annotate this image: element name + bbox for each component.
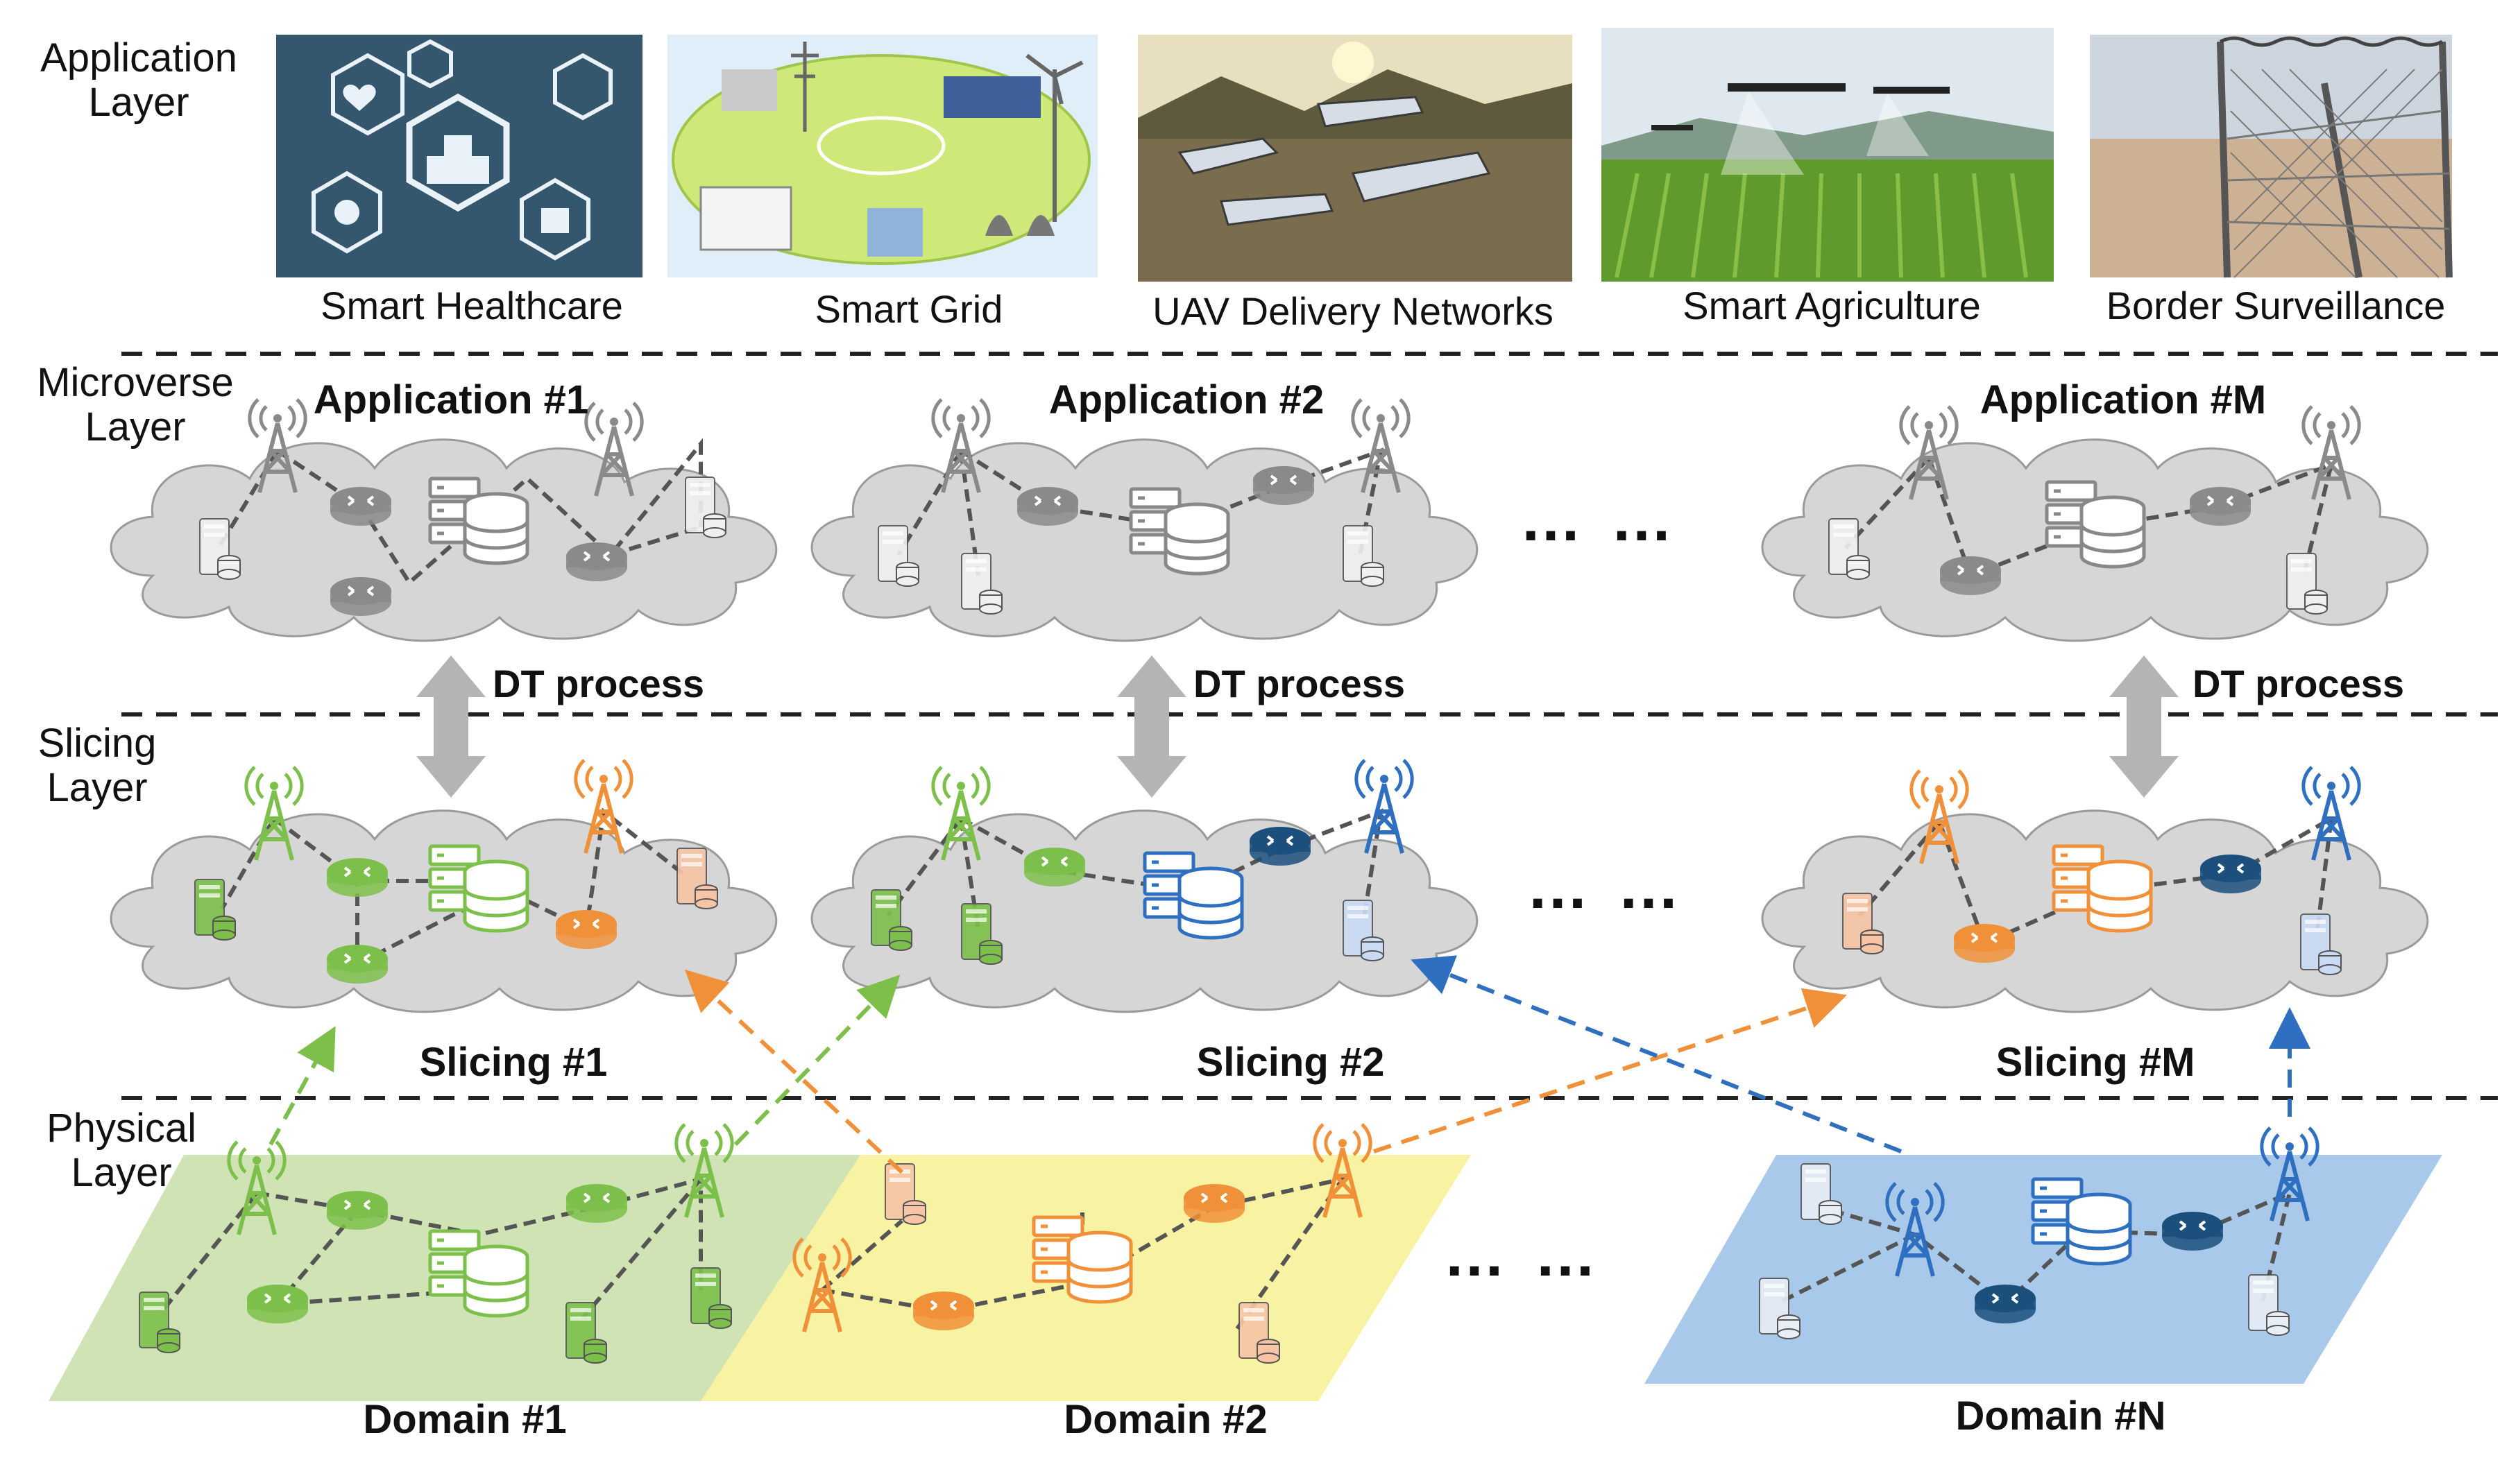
microverse-cloud-1: [110, 400, 778, 642]
dt-process-arrows: [416, 655, 2179, 798]
application-M-title: Application #M: [1980, 377, 2267, 422]
slicing-layer-label: Slicing Layer: [37, 721, 157, 810]
slicing-cloud-M: [1761, 767, 2429, 1013]
slicing-2-title: Slicing #2: [1196, 1040, 1385, 1085]
mapping-arrows: [269, 955, 2310, 1174]
caption-smart-agriculture: Smart Agriculture: [1683, 284, 1981, 327]
dt-process-label-M: DT process: [2193, 662, 2404, 705]
smart-grid-image: [667, 35, 1098, 277]
application-layer-label: Application Layer: [40, 35, 237, 125]
uav-delivery-image: [1138, 35, 1572, 282]
slicing-cloud-1: [110, 760, 778, 1013]
domain-2-label: Domain #2: [1064, 1397, 1268, 1442]
layer-separators: [121, 352, 2498, 1100]
domain-1-label: Domain #1: [363, 1397, 567, 1442]
microverse-cloud-M: [1761, 406, 2429, 642]
border-surveillance-image: [2090, 35, 2453, 278]
slicing-cloud-2: [810, 760, 1479, 1013]
dt-process-label-2: DT process: [1193, 662, 1405, 705]
microverse-layer-label: Microverse Layer: [37, 360, 234, 449]
application-1-title: Application #1: [313, 377, 589, 422]
caption-smart-grid: Smart Grid: [815, 287, 1003, 331]
caption-smart-healthcare: Smart Healthcare: [321, 284, 623, 327]
microverse-cloud-2: [810, 400, 1479, 642]
microverse-ellipsis: … …: [1519, 485, 1679, 554]
physical-layer-label: Physical Layer: [46, 1106, 196, 1195]
dt-process-label-1: DT process: [493, 662, 704, 705]
application-2-title: Application #2: [1048, 377, 1325, 422]
slicing-ellipsis: … …: [1526, 852, 1686, 922]
slicing-1-title: Slicing #1: [419, 1040, 608, 1085]
caption-uav-delivery: UAV Delivery Networks: [1152, 289, 1553, 333]
smart-agriculture-image: [1601, 28, 2054, 282]
domain-ellipsis: … …: [1443, 1220, 1603, 1289]
smart-healthcare-image: [276, 35, 642, 277]
domain-N-label: Domain #N: [1955, 1393, 2166, 1439]
slicing-M-title: Slicing #M: [1995, 1040, 2195, 1085]
caption-border-surveillance: Border Surveillance: [2106, 284, 2446, 327]
